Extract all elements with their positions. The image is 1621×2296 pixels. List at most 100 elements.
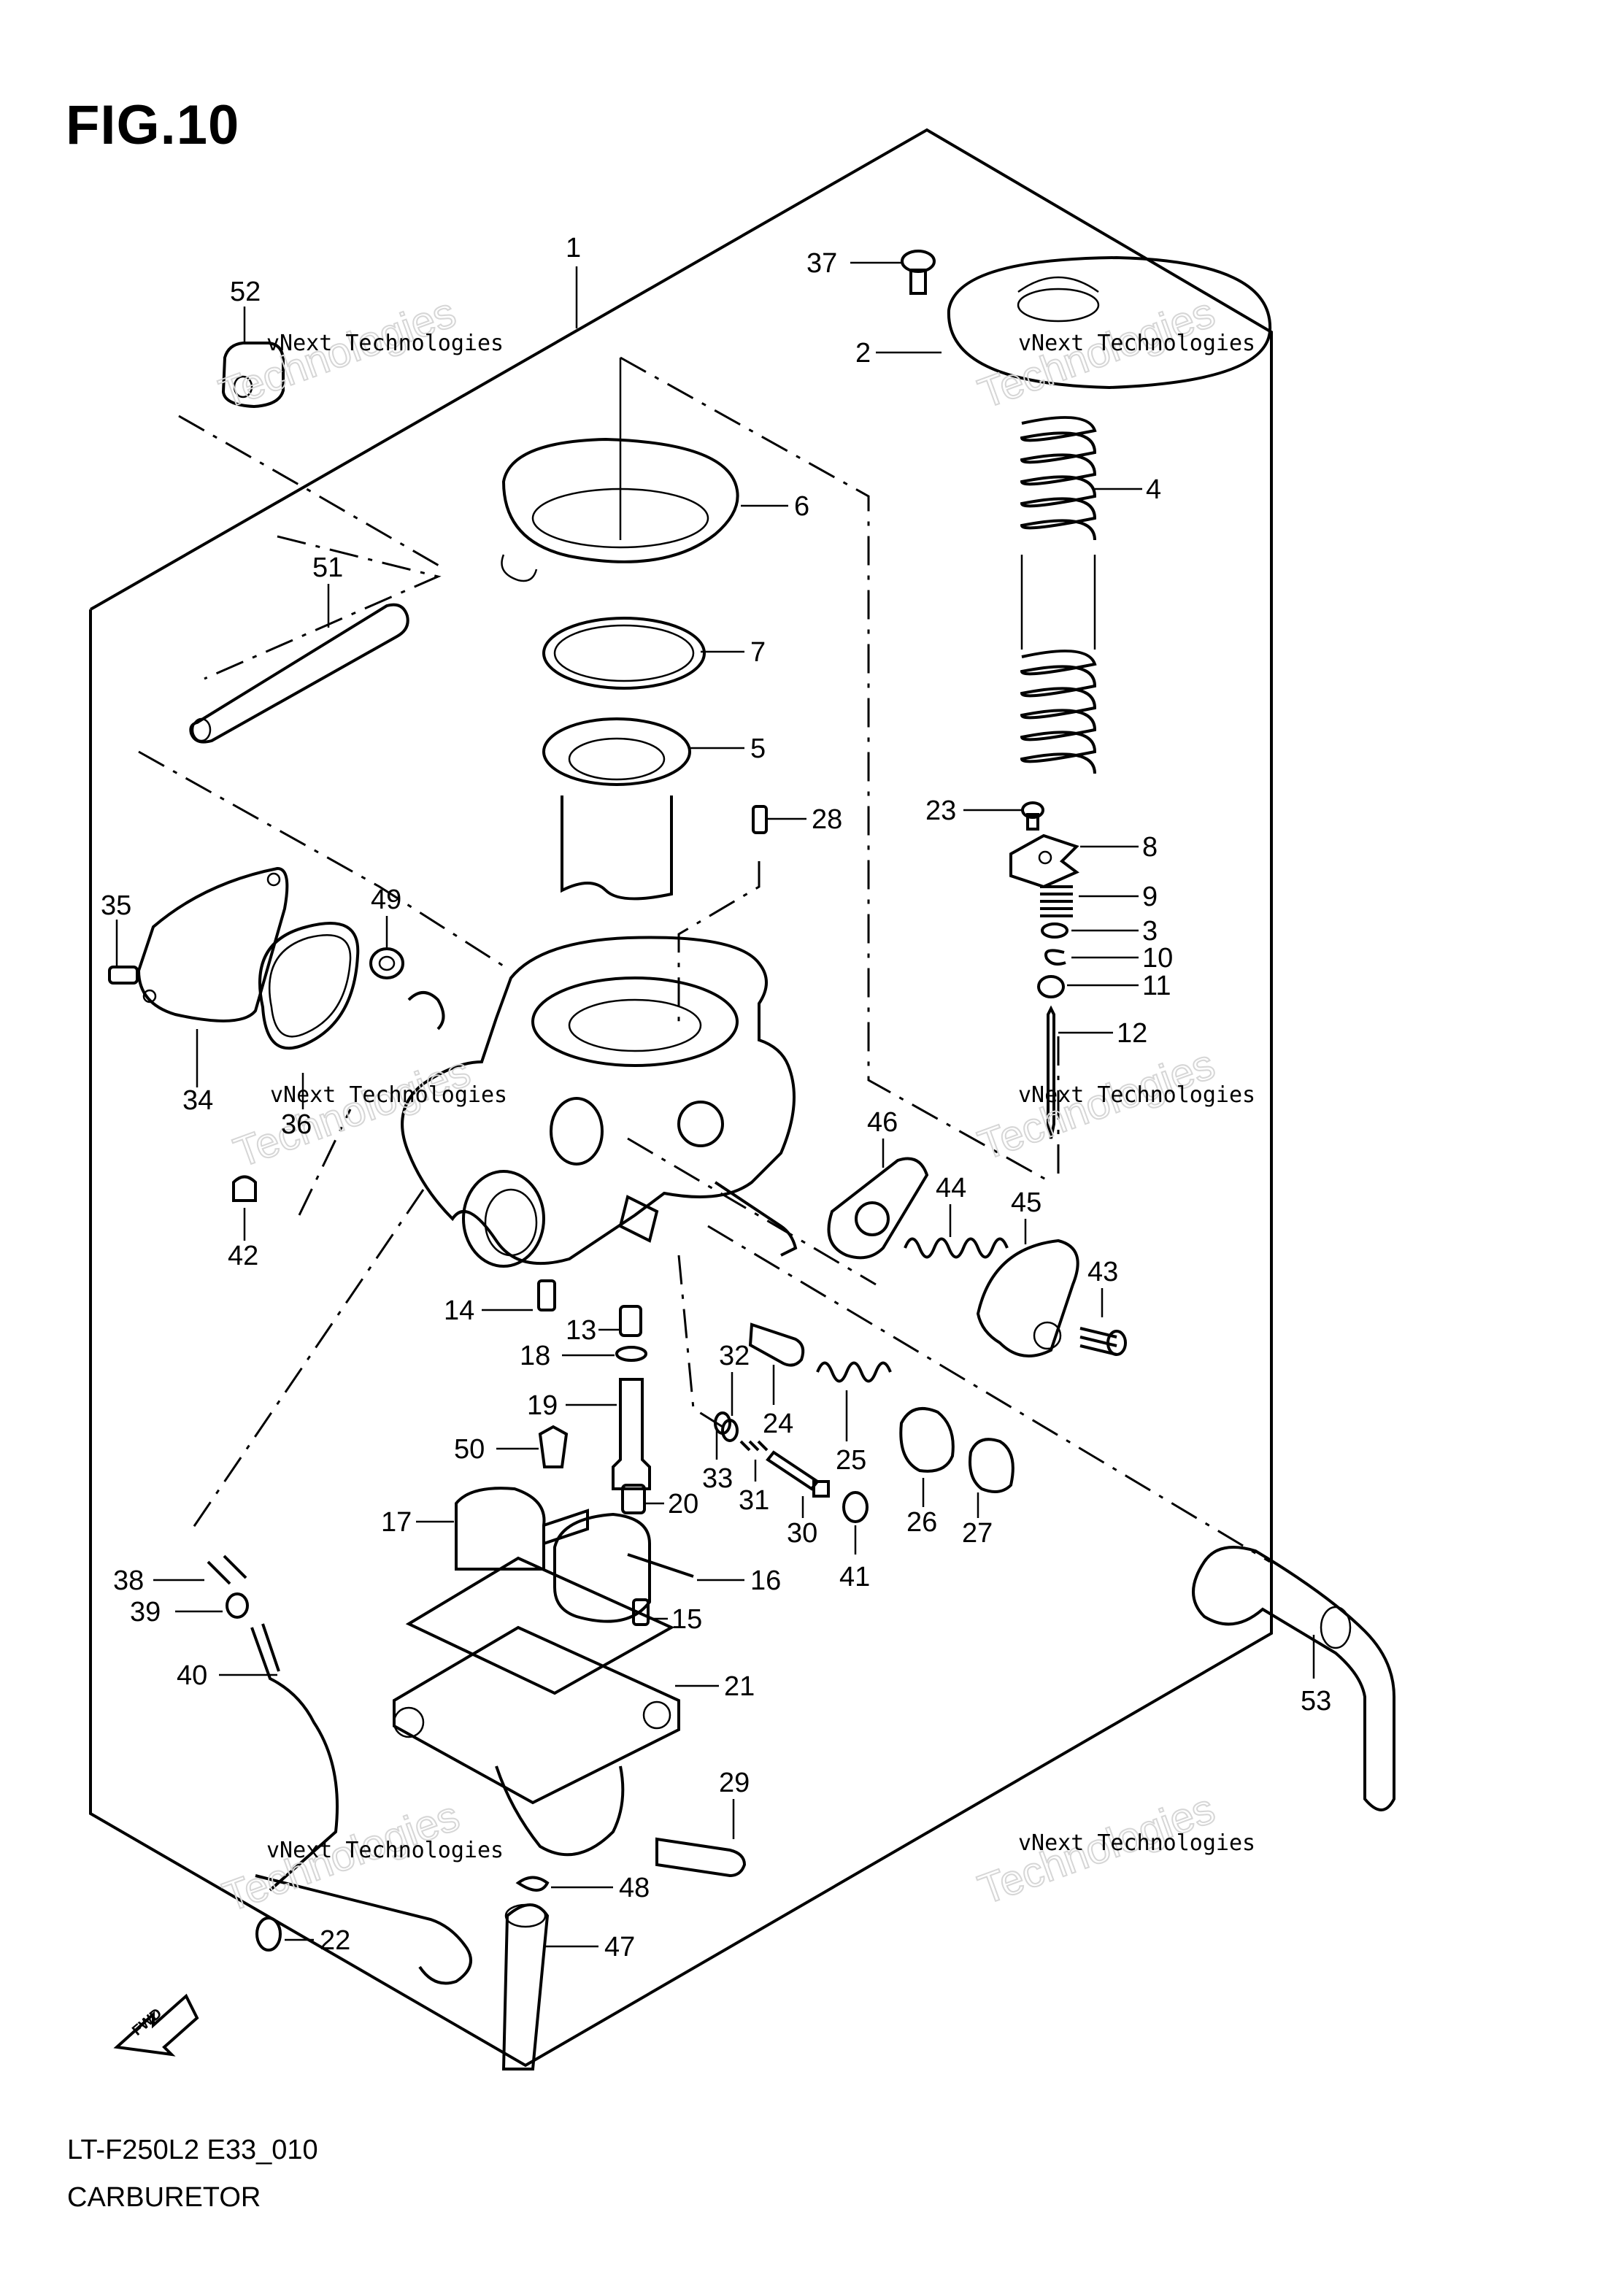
watermark-bottom-right: Technologies vNext Technologies — [971, 1784, 1255, 1914]
callout-47: 47 — [604, 1932, 635, 1962]
part-53-drain-hose — [1192, 1546, 1395, 1811]
part-26-nut — [899, 1407, 955, 1473]
svg-text:vNext Technologies: vNext Technologies — [1018, 1082, 1255, 1108]
dashdot-line-float — [188, 1189, 425, 1533]
callout-16: 16 — [750, 1565, 781, 1596]
watermark-top-right: Technologies vNext Technologies — [971, 288, 1255, 418]
svg-text:vNext Technologies: vNext Technologies — [1018, 1830, 1255, 1856]
part-44-spring — [904, 1237, 1009, 1259]
callout-23: 23 — [925, 795, 956, 826]
callout-25: 25 — [836, 1445, 866, 1476]
part-19-needle-jet — [612, 1378, 651, 1490]
callout-32: 32 — [719, 1341, 750, 1371]
carburetor-body — [401, 936, 798, 1268]
part-17-float — [455, 1487, 651, 1623]
part-8-retainer — [1009, 833, 1079, 889]
callout-24: 24 — [763, 1409, 793, 1439]
callout-labels: 1 2 3 4 5 6 7 8 9 10 11 12 13 14 15 16 1… — [101, 233, 1331, 1962]
callout-27: 27 — [962, 1518, 993, 1549]
part-12-jet-needle — [1047, 1005, 1055, 1139]
callout-7: 7 — [750, 637, 766, 668]
fwd-arrow-icon: FWD — [113, 1993, 199, 2057]
callout-29: 29 — [719, 1768, 750, 1798]
svg-text:vNext Technologies: vNext Technologies — [266, 331, 504, 356]
dashdot-line-28 — [677, 861, 761, 1022]
callout-12: 12 — [1117, 1018, 1147, 1049]
callout-26: 26 — [906, 1507, 937, 1538]
part-35-screw — [108, 966, 139, 985]
callout-45: 45 — [1011, 1187, 1041, 1218]
part-42-clip — [232, 1175, 257, 1202]
callout-33: 33 — [702, 1463, 733, 1494]
dashdot-line-42 — [298, 1109, 352, 1216]
callout-13: 13 — [566, 1315, 596, 1346]
callout-22: 22 — [320, 1925, 350, 1956]
callout-50: 50 — [454, 1434, 485, 1465]
callout-28: 28 — [812, 804, 842, 835]
part-43-screw — [1079, 1327, 1127, 1356]
callout-18: 18 — [520, 1341, 550, 1371]
part-10-clip — [1044, 949, 1066, 966]
part-36-oring — [258, 922, 360, 1050]
part-24-plunger — [748, 1322, 805, 1367]
callout-36: 36 — [281, 1109, 312, 1140]
part-28-screw — [752, 805, 768, 834]
part-33-washer — [721, 1419, 739, 1442]
part-30-screw — [766, 1450, 830, 1498]
part-21-float-bowl — [393, 1556, 680, 1857]
part-38-clip — [207, 1555, 247, 1585]
callout-3: 3 — [1142, 916, 1158, 947]
callout-51: 51 — [312, 552, 343, 583]
figure-caption: CARBURETOR — [67, 2182, 261, 2213]
part-11-seat — [1037, 975, 1065, 998]
part-23-screw — [1021, 801, 1044, 831]
dashdot-line-choke — [627, 1137, 877, 1286]
callout-37: 37 — [806, 248, 837, 279]
part-2-top-cover — [947, 255, 1272, 390]
callout-14: 14 — [444, 1295, 474, 1326]
dashdot-line-51 — [138, 750, 512, 972]
part-16-pin — [627, 1553, 694, 1578]
callout-49: 49 — [371, 885, 401, 915]
fwd-label: FWD — [129, 2006, 165, 2039]
callout-17: 17 — [381, 1507, 412, 1538]
part-25-spring — [816, 1361, 892, 1383]
callout-31: 31 — [739, 1485, 769, 1516]
callout-35: 35 — [101, 890, 131, 921]
part-41-cap — [842, 1491, 869, 1523]
callout-38: 38 — [113, 1565, 144, 1596]
part-9-spring — [1040, 885, 1073, 917]
part-22-screw — [255, 1874, 472, 1985]
svg-text:vNext Technologies: vNext Technologies — [270, 1082, 507, 1108]
callout-4: 4 — [1146, 474, 1161, 505]
part-18-washer — [615, 1346, 647, 1362]
part-46-diaphragm — [827, 1157, 929, 1260]
dashdot-line-51b — [204, 535, 442, 680]
dashdot-line-jets — [677, 1255, 723, 1428]
part-47-hose — [501, 1903, 550, 2070]
part-51-hose — [189, 603, 409, 744]
callout-41: 41 — [839, 1562, 870, 1592]
part-48-clip — [515, 1876, 550, 1892]
callout-15: 15 — [671, 1604, 702, 1635]
part-7-ring — [542, 617, 706, 690]
callout-19: 19 — [527, 1390, 558, 1421]
callout-43: 43 — [1087, 1257, 1118, 1287]
part-20-main-jet — [621, 1484, 646, 1514]
callout-42: 42 — [228, 1241, 258, 1271]
callout-34: 34 — [182, 1085, 213, 1116]
callout-44: 44 — [936, 1173, 966, 1203]
callout-30: 30 — [787, 1518, 817, 1549]
part-45-cover — [976, 1238, 1079, 1357]
dashdot-line-needle — [620, 356, 1052, 1184]
part-14-jet — [537, 1279, 556, 1311]
part-49-nut — [369, 947, 404, 979]
callout-40: 40 — [177, 1660, 207, 1691]
callout-8: 8 — [1142, 832, 1158, 863]
part-5-piston — [542, 717, 691, 901]
watermark-mid-right: Technologies vNext Technologies — [971, 1039, 1255, 1170]
callout-9: 9 — [1142, 882, 1158, 912]
watermark-mid-left: Technologies vNext Technologies — [227, 1047, 507, 1177]
model-code: LT-F250L2 E33_010 — [67, 2135, 318, 2165]
